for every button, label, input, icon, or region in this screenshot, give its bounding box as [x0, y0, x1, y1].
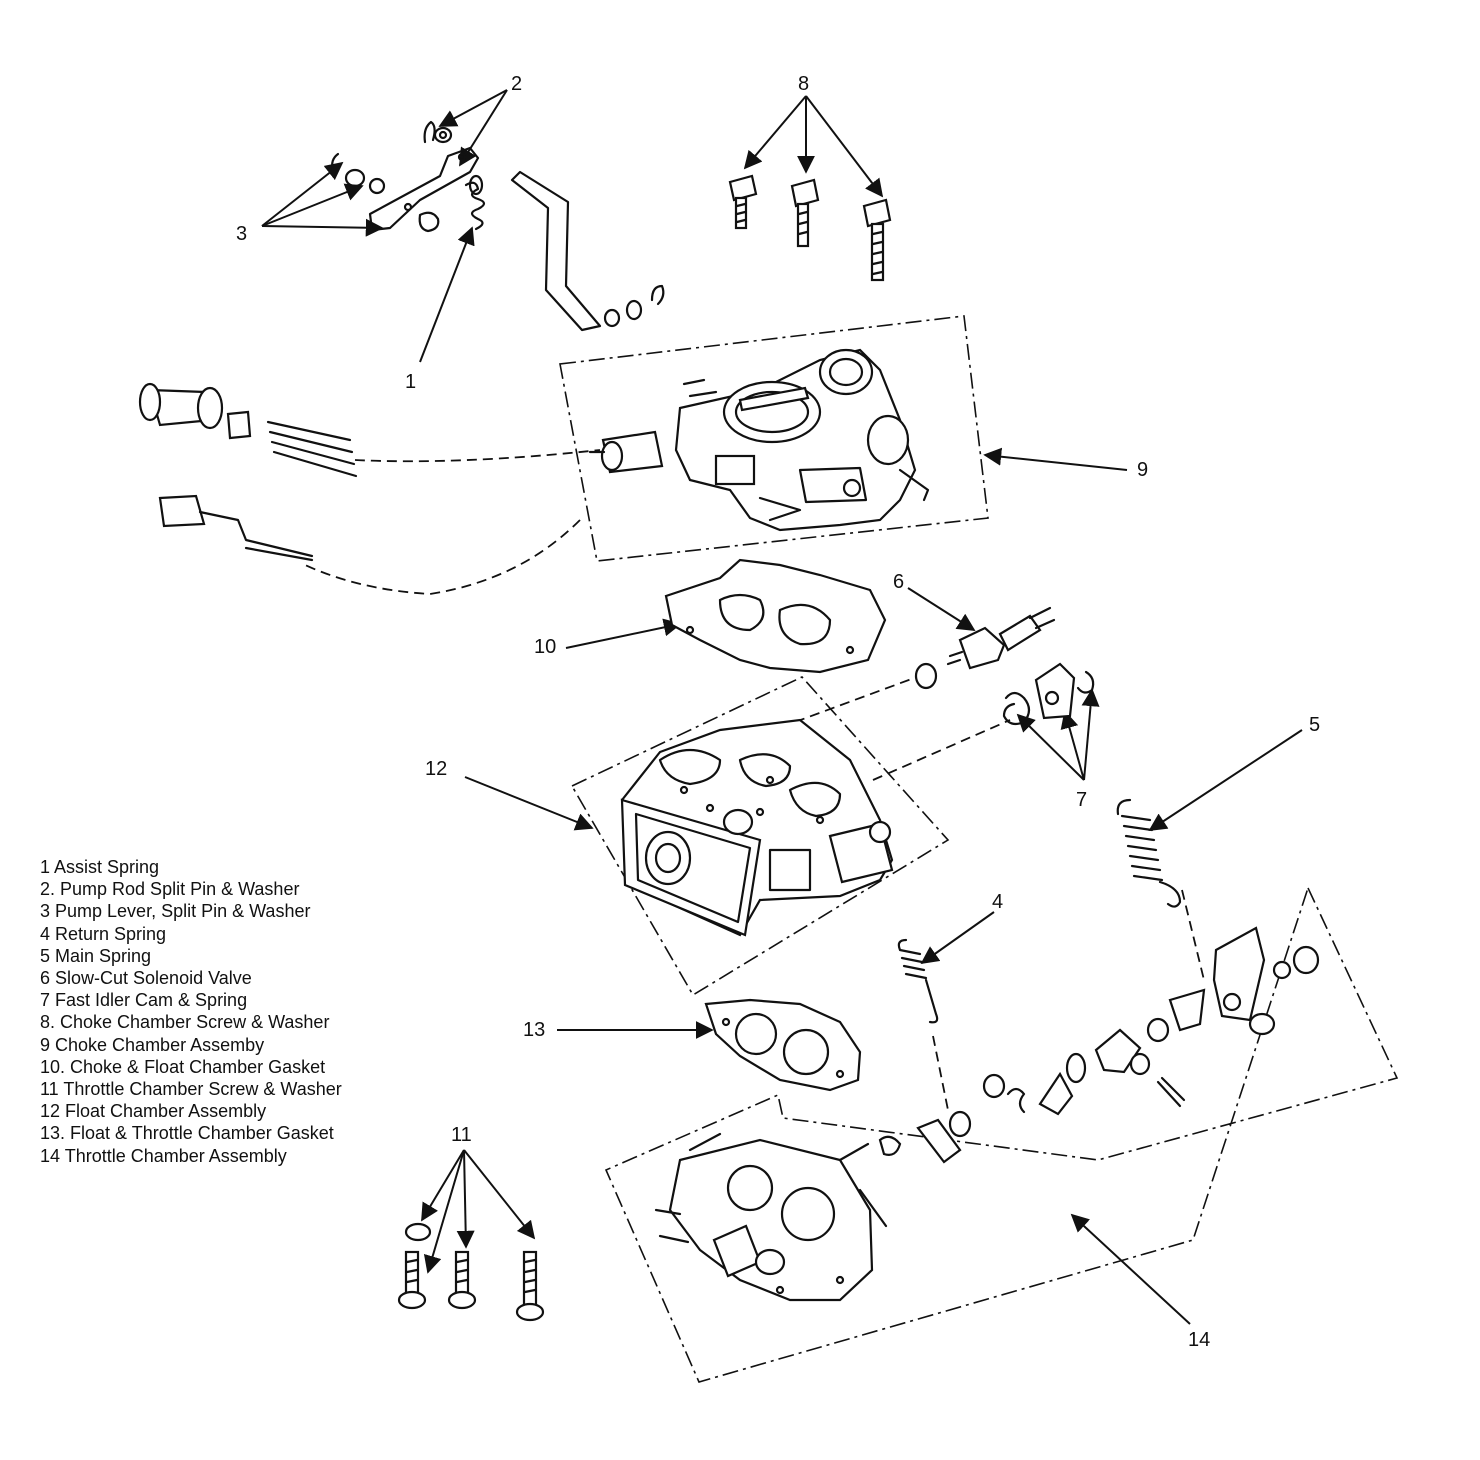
callout-10: 10 [534, 636, 556, 658]
return-spring [897, 938, 939, 1024]
throttle-chamber-assembly [654, 926, 1320, 1302]
pump-rod [510, 170, 665, 332]
legend-item: 5 Main Spring [40, 945, 152, 966]
float-throttle-gasket [704, 998, 862, 1092]
throttle-chamber-box [604, 885, 1399, 1383]
legend-item: 2. Pump Rod Split Pin & Washer [40, 879, 300, 900]
legend-item: 13. Float & Throttle Chamber Gasket [40, 1123, 334, 1144]
slow-cut-solenoid-valve [914, 606, 1056, 690]
legend-item: 3 Pump Lever, Split Pin & Washer [40, 901, 311, 922]
legend-item: 14 Throttle Chamber Assembly [40, 1145, 287, 1166]
legend-item: 4 Return Spring [40, 923, 167, 944]
throttle-chamber-screws [397, 1222, 545, 1322]
legend-item: 10. Choke & Float Chamber Gasket [40, 1056, 326, 1077]
callout-14: 14 [1188, 1329, 1210, 1351]
pump-rod-split-pin-washer [423, 120, 484, 196]
legend-item: 12 Float Chamber Assembly [40, 1101, 267, 1122]
main-spring [1116, 798, 1182, 908]
legend-item: 7 Fast Idler Cam & Spring [40, 990, 248, 1011]
assembly-outlines [559, 315, 1399, 1383]
callout-labels: 1 2 3 4 5 6 7 8 9 10 11 12 13 14 [236, 73, 1320, 1351]
callout-5: 5 [1309, 714, 1320, 736]
legend-item: 6 Slow-Cut Solenoid Valve [40, 968, 252, 989]
callout-6: 6 [893, 571, 904, 593]
callout-3: 3 [236, 223, 247, 245]
choke-chamber-box [559, 315, 989, 562]
callout-9: 9 [1137, 459, 1148, 481]
float-chamber-box [570, 676, 950, 997]
callout-8: 8 [798, 73, 809, 95]
callout-11: 11 [451, 1124, 472, 1146]
fast-idle-cam-spring [1002, 662, 1095, 726]
callout-12: 12 [425, 758, 447, 780]
float-chamber-assembly [620, 718, 894, 937]
pump-lever [331, 146, 480, 233]
alignment-lines [304, 449, 1205, 1111]
choke-chamber-assembly [588, 348, 930, 532]
legend-item: 11 Throttle Chamber Screw & Washer [40, 1079, 342, 1100]
callout-4: 4 [992, 891, 1003, 913]
assist-spring [464, 181, 486, 231]
parts-legend: 1 Assist Spring 2. Pump Rod Split Pin & … [40, 856, 342, 1167]
leader-lines [261, 89, 1303, 1325]
choke-chamber-screws [728, 174, 892, 282]
callout-2: 2 [511, 73, 522, 95]
legend-item: 9 Choke Chamber Assemby [40, 1034, 265, 1055]
callout-13: 13 [523, 1019, 545, 1041]
legend-item: 1 Assist Spring [40, 857, 160, 877]
wire-connector [138, 382, 358, 562]
legend-item: 8. Choke Chamber Screw & Washer [40, 1012, 330, 1033]
callout-1: 1 [405, 371, 416, 393]
choke-float-gasket [664, 558, 887, 674]
callout-7: 7 [1076, 789, 1087, 811]
